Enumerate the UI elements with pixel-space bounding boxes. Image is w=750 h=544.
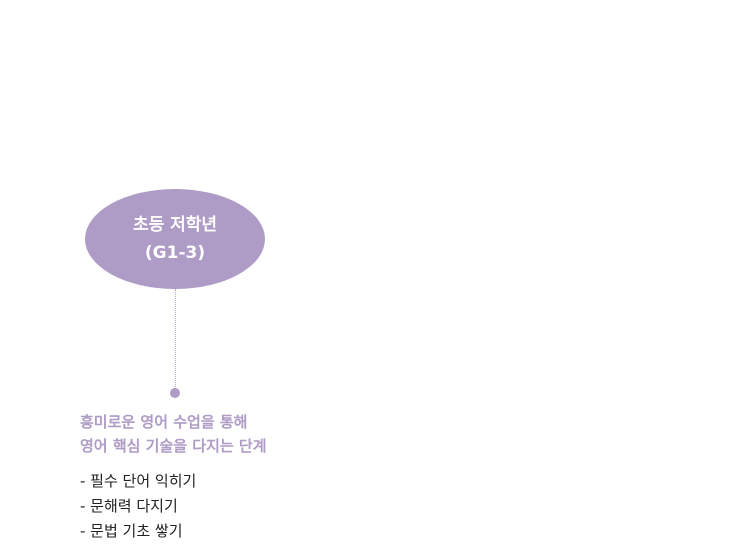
description-line: 흥미로운 영어 수업을 통해: [80, 413, 248, 431]
list-item: - 문법 기초 쌓기: [80, 522, 183, 540]
description-line: 영어 핵심 기술을 다지는 단계: [80, 437, 267, 455]
list-item: - 문해력 다지기: [80, 497, 178, 515]
stage-node: 초등 저학년 (G1-3): [85, 189, 265, 289]
connector-dot: [170, 388, 180, 398]
stage-description: 흥미로운 영어 수업을 통해 영어 핵심 기술을 다지는 단계: [80, 410, 267, 458]
stage-title: 초등 저학년: [132, 215, 218, 235]
list-item: - 필수 단어 익히기: [80, 472, 197, 490]
connector-line: [175, 289, 176, 393]
skill-list: - 필수 단어 익히기 - 문해력 다지기 - 문법 기초 쌓기: [80, 469, 196, 544]
stage-grade: (G1-3): [144, 243, 206, 263]
